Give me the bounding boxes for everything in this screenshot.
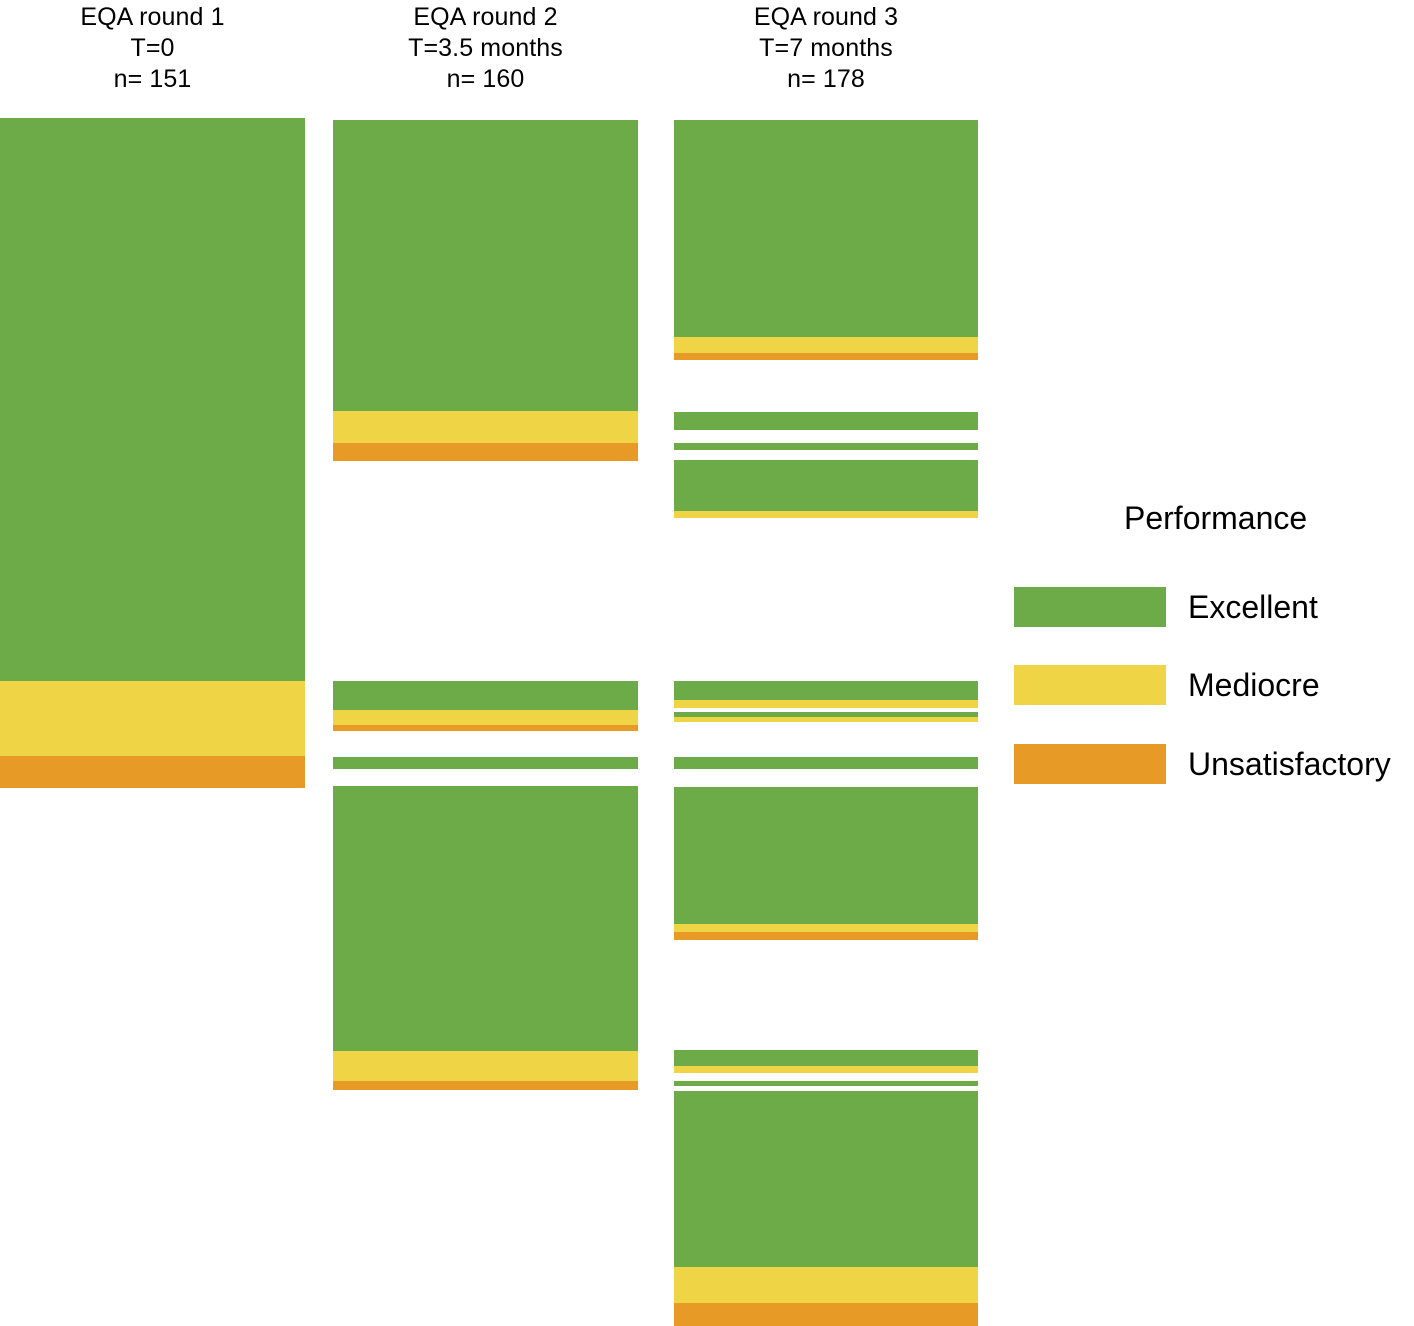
bar-group bbox=[674, 787, 978, 940]
bar-segment-excellent bbox=[674, 757, 978, 769]
bar-segment-mediocre bbox=[674, 717, 978, 722]
bar-segment-excellent bbox=[333, 786, 638, 1051]
bar-segment-excellent bbox=[333, 681, 638, 710]
bar-group bbox=[674, 1081, 978, 1086]
bar-segment-excellent bbox=[674, 1081, 978, 1086]
bar-segment-excellent bbox=[0, 118, 305, 681]
legend-label-excellent: Excellent bbox=[1188, 589, 1318, 625]
bar-segment-mediocre bbox=[674, 511, 978, 518]
bar-segment-mediocre bbox=[333, 710, 638, 725]
column-title: EQA round 3 bbox=[753, 3, 899, 31]
column-sample-size: n= 178 bbox=[787, 65, 865, 93]
legend-swatch-excellent bbox=[1014, 587, 1166, 627]
column-sample-size: n= 160 bbox=[446, 65, 525, 93]
column-title: EQA round 1 bbox=[80, 3, 225, 31]
bar-group bbox=[674, 412, 978, 430]
bar-segment-unsatisfactory bbox=[333, 443, 638, 461]
bar-segment-unsatisfactory bbox=[0, 756, 305, 788]
legend-item-excellent[interactable]: Excellent bbox=[1014, 587, 1318, 627]
legend-swatch-unsatisfactory bbox=[1014, 744, 1166, 784]
bar-segment-mediocre bbox=[674, 700, 978, 708]
legend-item-unsatisfactory[interactable]: Unsatisfactory bbox=[1014, 744, 1391, 784]
bar-segment-unsatisfactory bbox=[674, 1303, 978, 1326]
bar-segment-excellent bbox=[674, 1091, 978, 1267]
column-sample-size: n= 151 bbox=[113, 65, 192, 93]
bar-group bbox=[674, 712, 978, 722]
bar-group bbox=[333, 757, 638, 769]
column-timepoint: T=7 months bbox=[759, 34, 893, 62]
bar-segment-excellent bbox=[674, 412, 978, 430]
bar-segment-mediocre bbox=[333, 411, 638, 443]
bar-group bbox=[674, 681, 978, 708]
bar-segment-excellent bbox=[674, 460, 978, 511]
bar-group bbox=[674, 120, 978, 360]
bar-segment-excellent bbox=[674, 120, 978, 337]
bar-segment-excellent bbox=[674, 1050, 978, 1066]
bar-segment-excellent bbox=[674, 712, 978, 717]
bar-group bbox=[674, 443, 978, 450]
bar-group bbox=[674, 460, 978, 518]
column-header-round-3: EQA round 3 T=7 months n= 178 bbox=[674, 2, 978, 95]
bar-segment-mediocre bbox=[674, 1066, 978, 1073]
bar-group bbox=[333, 786, 638, 1090]
column-timepoint: T=3.5 months bbox=[408, 34, 563, 62]
legend-label-mediocre: Mediocre bbox=[1188, 667, 1320, 703]
legend-item-mediocre[interactable]: Mediocre bbox=[1014, 665, 1320, 705]
bar-group bbox=[333, 120, 638, 461]
legend-label-unsatisfactory: Unsatisfactory bbox=[1188, 746, 1391, 782]
column-title: EQA round 2 bbox=[413, 3, 558, 31]
bar-segment-mediocre bbox=[674, 924, 978, 932]
bar-segment-mediocre bbox=[333, 1051, 638, 1081]
bar-segment-unsatisfactory bbox=[333, 725, 638, 731]
bar-segment-unsatisfactory bbox=[333, 1081, 638, 1090]
column-header-round-1: EQA round 1 T=0 n= 151 bbox=[0, 2, 305, 95]
bar-segment-excellent bbox=[674, 443, 978, 450]
bar-segment-unsatisfactory bbox=[674, 932, 978, 940]
bar-group bbox=[674, 1091, 978, 1326]
legend-swatch-mediocre bbox=[1014, 665, 1166, 705]
column-timepoint: T=0 bbox=[130, 34, 175, 62]
bar-segment-excellent bbox=[674, 681, 978, 700]
bar-group bbox=[674, 1050, 978, 1073]
bar-segment-excellent bbox=[674, 787, 978, 924]
legend-title: Performance bbox=[1124, 500, 1308, 536]
bar-segment-mediocre bbox=[674, 337, 978, 353]
column-header-round-2: EQA round 2 T=3.5 months n= 160 bbox=[333, 2, 638, 95]
bar-group bbox=[333, 681, 638, 731]
bar-group bbox=[0, 118, 305, 788]
bar-group bbox=[674, 757, 978, 769]
bar-segment-excellent bbox=[333, 120, 638, 411]
bar-segment-mediocre bbox=[0, 681, 305, 756]
bar-segment-mediocre bbox=[674, 1267, 978, 1303]
bar-segment-unsatisfactory bbox=[674, 353, 978, 360]
bar-segment-excellent bbox=[333, 757, 638, 769]
